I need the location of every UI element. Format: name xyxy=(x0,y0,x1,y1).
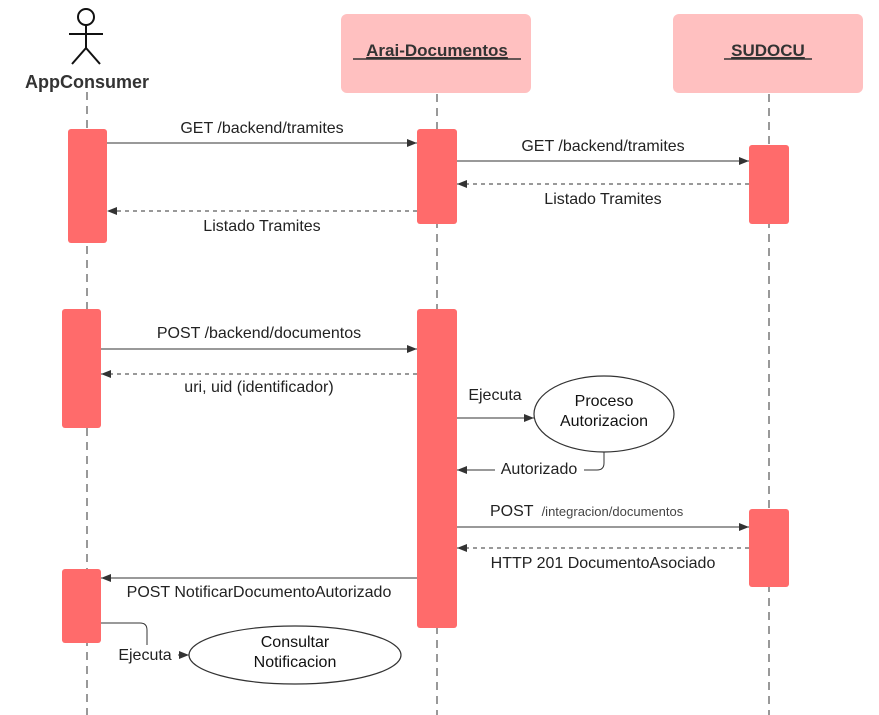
message-label-7: Ejecuta xyxy=(468,387,521,404)
process-consultar-line2: Notificacion xyxy=(254,654,337,671)
actor-icon xyxy=(69,8,103,65)
message-label-9-path: /integracion/documentos xyxy=(542,504,684,519)
process-consultar-line1: Consultar xyxy=(261,634,330,651)
process-autorizacion: Proceso Autorizacion xyxy=(533,375,675,453)
activation-sudocu-2 xyxy=(749,509,789,587)
participant-arai-label: Arai-Documentos xyxy=(366,41,508,60)
message-label-11: POST NotificarDocumentoAutorizado xyxy=(127,584,392,601)
message-label-1: GET /backend/tramites xyxy=(180,120,343,137)
message-label-10: HTTP 201 DocumentoAsociado xyxy=(491,555,716,572)
activation-sudocu-1 xyxy=(749,145,789,224)
message-label-2: GET /backend/tramites xyxy=(521,138,684,155)
activation-arai-2 xyxy=(417,309,457,628)
activation-arai-1 xyxy=(417,129,457,224)
message-label-5: POST /backend/documentos xyxy=(157,325,361,342)
message-label-12: Ejecuta xyxy=(118,647,171,664)
message-arrow-8 xyxy=(457,452,605,474)
activation-appconsumer-3 xyxy=(62,569,101,643)
participant-sudocu-label: SUDOCU xyxy=(731,41,805,60)
message-label-9-method: POST xyxy=(490,503,534,520)
message-label-6: uri, uid (identificador) xyxy=(184,379,333,396)
process-autorizacion-line1: Proceso xyxy=(575,393,634,410)
message-arrow-12 xyxy=(101,622,189,659)
message-label-4: Listado Tramites xyxy=(203,218,320,235)
message-label-3: Listado Tramites xyxy=(544,191,661,208)
activation-appconsumer-1 xyxy=(68,129,107,243)
process-autorizacion-line2: Autorizacion xyxy=(560,413,648,430)
process-consultar-notificacion: Consultar Notificacion xyxy=(188,625,402,685)
participant-sudocu: SUDOCU xyxy=(673,14,863,93)
message-label-8: Autorizado xyxy=(501,461,578,478)
participant-arai: Arai-Documentos xyxy=(341,14,531,93)
actor-label: AppConsumer xyxy=(25,72,149,92)
activation-appconsumer-2 xyxy=(62,309,101,428)
message-label-9: POST /integracion/documentos xyxy=(490,503,684,520)
